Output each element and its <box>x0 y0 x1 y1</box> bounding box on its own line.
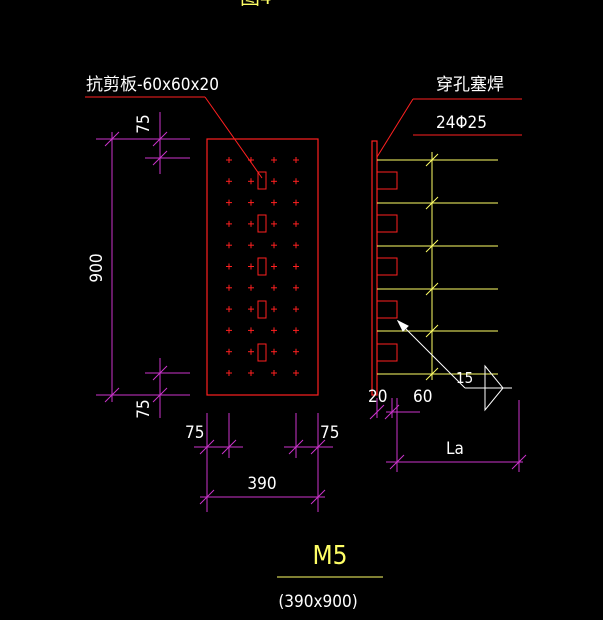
side-lug <box>376 171 398 190</box>
drawing-subtitle: (390x900) <box>278 592 357 612</box>
dim-lug-depth-label: 60 <box>413 387 432 407</box>
stud-grid <box>226 157 299 376</box>
weld-symbol <box>396 319 512 412</box>
drawing-title: M5 <box>312 541 347 571</box>
shear-plate-label: 抗剪板-60x60x20 <box>86 75 219 95</box>
shear-lug <box>257 214 267 233</box>
side-lug <box>376 343 398 362</box>
header-fragment: 图4 <box>240 0 271 9</box>
plug-weld-label: 穿孔塞焊 <box>436 75 504 95</box>
dim-left-offset-label: 75 <box>185 423 204 443</box>
dim-top-offset-label: 75 <box>134 114 154 133</box>
weld-size-label: 15 <box>456 369 473 387</box>
rebar-lines <box>377 152 498 381</box>
shear-plate-leader <box>204 96 263 179</box>
shear-lug-grid <box>257 171 267 362</box>
dim-width-label: 390 <box>247 474 276 494</box>
dim-right-offset-label: 75 <box>320 423 339 443</box>
embed-plate-outline <box>206 138 319 396</box>
side-lug <box>376 257 398 276</box>
horizontal-dimensions <box>194 413 333 512</box>
dim-anchor-length-label: La <box>446 439 464 459</box>
side-lug-grid <box>376 171 398 362</box>
shear-lug <box>257 257 267 276</box>
side-lug <box>376 214 398 233</box>
side-lug <box>376 300 398 319</box>
vertical-dimensions <box>96 112 190 418</box>
dim-plate-thickness-label: 20 <box>368 387 387 407</box>
dim-bottom-offset-label: 75 <box>134 399 154 418</box>
rebar-label: 24Φ25 <box>436 113 487 133</box>
shear-lug <box>257 300 267 319</box>
dim-height-label: 900 <box>87 253 107 282</box>
plug-weld-leader <box>376 98 414 158</box>
side-dimensions <box>369 398 527 472</box>
shear-lug <box>257 343 267 362</box>
shear-lug <box>257 171 267 190</box>
side-plate <box>371 140 378 396</box>
